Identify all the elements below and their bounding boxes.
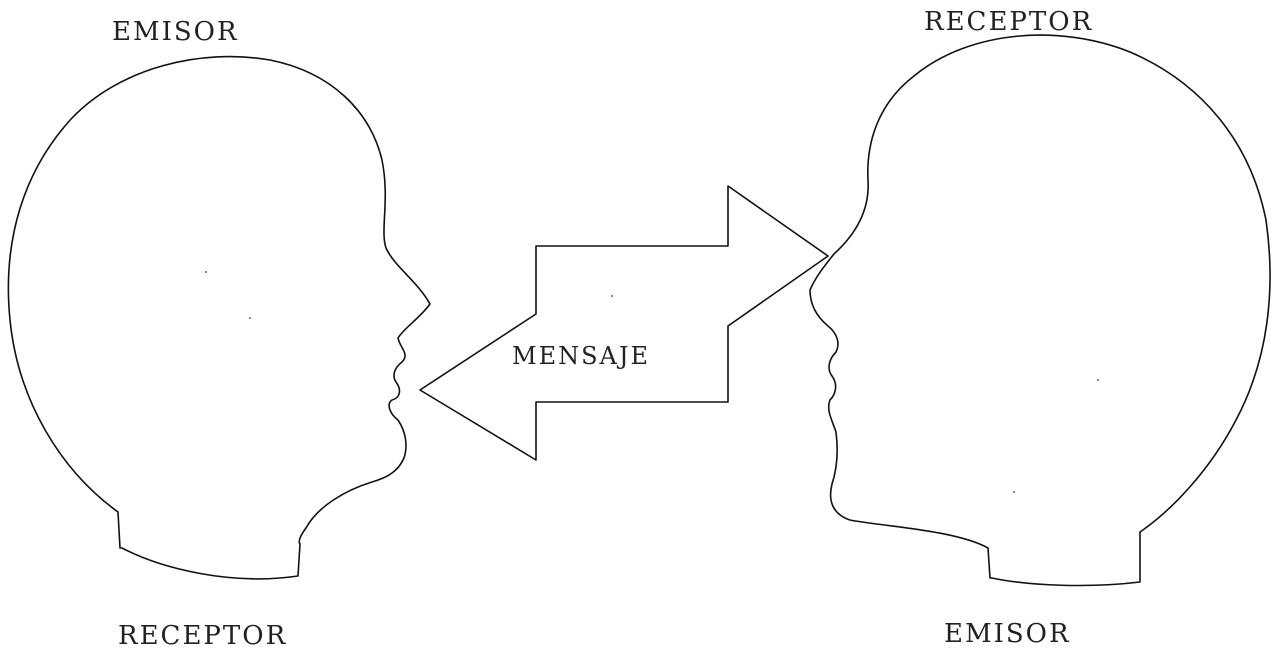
right-bottom-label: EMISOR [944,619,1071,649]
right-top-label: RECEPTOR [924,7,1093,37]
scan-speck [1097,379,1099,381]
scan-speck [205,271,207,273]
scan-speck [1013,491,1015,493]
scan-speck [249,317,251,319]
scan-speck [611,295,613,297]
right-head-outline [809,34,1271,587]
left-top-label: EMISOR [112,17,239,47]
left-head-outline [7,55,431,580]
left-bottom-label: RECEPTOR [118,621,287,651]
message-double-arrow [419,185,829,461]
message-label: MENSAJE [512,342,650,370]
